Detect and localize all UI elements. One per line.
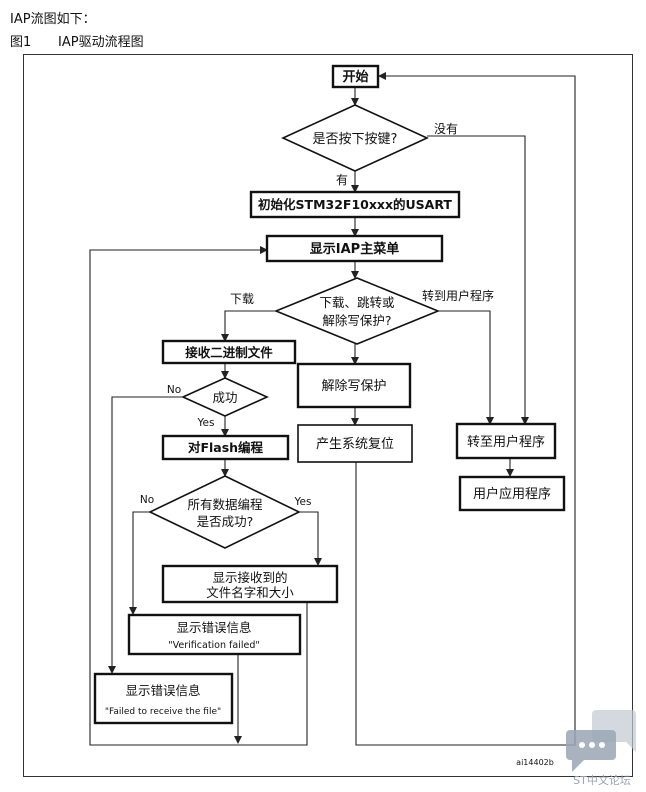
flowchart-frame (23, 54, 633, 777)
chat-bubble-icon (566, 730, 616, 772)
jump-user-node (455, 422, 557, 460)
unprotect-node (296, 362, 412, 409)
download-label: 下载 (230, 292, 254, 306)
choice-label-line1: 下载、跳转或 (319, 295, 395, 310)
show-file-line2: 文件名字和大小 (206, 585, 294, 600)
receive-binary-label: 接收二进制文件 (185, 345, 273, 360)
forum-logo: ST中文论坛 (566, 710, 636, 787)
show-file-line1: 显示接收到的 (212, 570, 287, 585)
reset-label: 产生系统复位 (316, 437, 394, 452)
all-programmed-line2: 是否成功? (197, 514, 254, 529)
figure-caption: 图1 IAP驱动流程图 (10, 31, 144, 50)
user-app-node (458, 475, 566, 512)
watermark-text: ST中文论坛 (573, 773, 631, 787)
unprotect-label: 解除写保护 (321, 379, 386, 394)
figure-id: ai14402b (516, 758, 554, 767)
goto-user-label: 转到用户程序 (422, 288, 494, 303)
no2-label: No (140, 494, 154, 506)
choice-label-line2: 解除写保护? (322, 313, 391, 328)
reset-node (297, 424, 413, 463)
intro-text: IAP流图如下： (10, 12, 96, 27)
error1-node (127, 613, 302, 656)
success-label: 成功 (212, 390, 237, 405)
error2-node (93, 672, 234, 725)
init-usart-label: 初始化STM32F10xxx的USART (258, 197, 452, 212)
error1-msg: "Verification failed" (168, 640, 259, 651)
yes-key-label: 有 (336, 173, 348, 187)
program-flash-label: 对Flash编程 (188, 440, 264, 455)
receive-binary-node (161, 339, 297, 365)
key-pressed-decision (281, 104, 429, 172)
jump-user-label: 转至用户程序 (467, 434, 545, 450)
show-menu-node (265, 234, 444, 263)
success-decision (181, 377, 269, 417)
key-pressed-label: 是否按下按键? (313, 132, 398, 147)
show-file-node (161, 564, 339, 604)
yes1-label: Yes (197, 417, 215, 429)
error1-title: 显示错误信息 (176, 620, 251, 635)
choice-decision (273, 277, 441, 345)
show-menu-label: 显示IAP主菜单 (310, 241, 399, 257)
yes2-label: Yes (294, 496, 312, 508)
error2-msg: "Failed to receive the file" (105, 707, 221, 717)
user-app-label: 用户应用程序 (473, 486, 551, 502)
init-usart-node (249, 190, 461, 219)
program-flash-node (161, 434, 290, 461)
error2-title: 显示错误信息 (125, 683, 200, 698)
figure-title: IAP驱动流程图 (58, 35, 144, 50)
start-label: 开始 (342, 69, 368, 85)
no-key-label: 没有 (434, 121, 458, 136)
figure-number: 图1 (10, 35, 32, 50)
all-programmed-line1: 所有数据编程 (187, 497, 263, 512)
all-programmed-decision (148, 475, 301, 549)
no1-label: No (167, 384, 181, 396)
start-node (331, 64, 380, 89)
